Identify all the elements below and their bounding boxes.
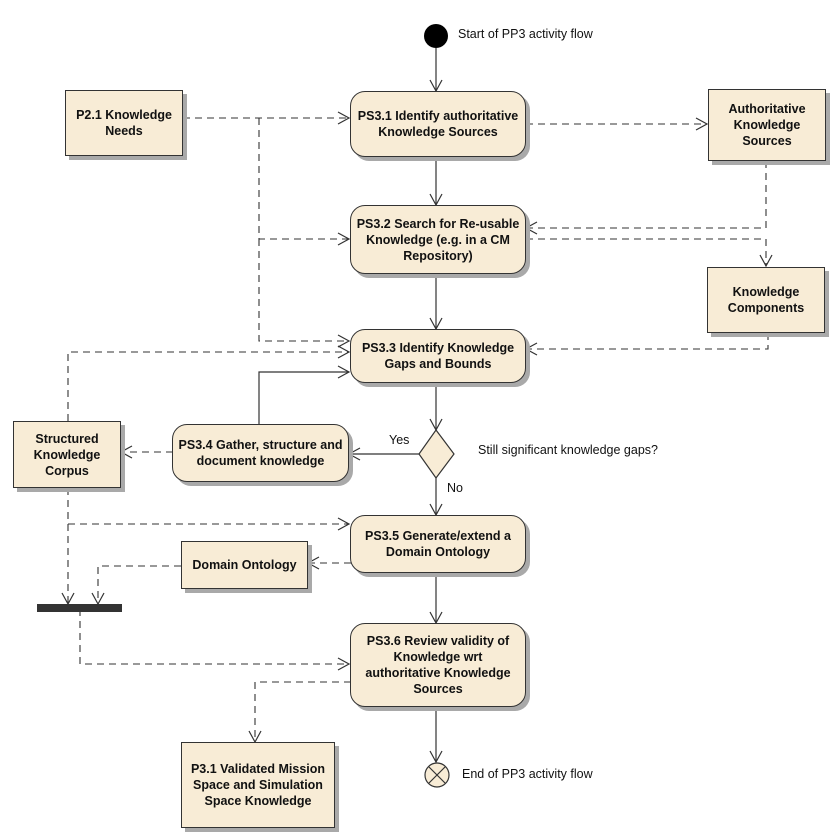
flow-ontology-to-join bbox=[91, 565, 181, 606]
decision-node bbox=[418, 428, 455, 480]
flow-auth-to-ps32 bbox=[524, 161, 767, 235]
control-flows bbox=[258, 48, 443, 764]
object-flows bbox=[61, 111, 773, 744]
flow-p21-to-ps33 bbox=[258, 239, 351, 348]
flow-components-to-ps33 bbox=[524, 333, 769, 356]
start-node bbox=[424, 24, 448, 48]
flow-corpus-to-ps33 bbox=[67, 345, 351, 421]
object-p31-validated-knowledge[interactable]: P3.1 Validated Mission Space and Simulat… bbox=[181, 742, 335, 828]
end-label: End of PP3 activity flow bbox=[462, 767, 593, 781]
end-node bbox=[424, 762, 450, 788]
join-bar bbox=[37, 604, 122, 612]
activity-ps36[interactable]: PS3.6 Review validity of Knowledge wrt a… bbox=[350, 623, 526, 707]
decision-no-label: No bbox=[447, 481, 463, 495]
flow-join-to-ps36 bbox=[79, 609, 351, 671]
object-structured-knowledge-corpus[interactable]: Structured Knowledge Corpus bbox=[13, 421, 121, 488]
object-authoritative-knowledge-sources[interactable]: Authoritative Knowledge Sources bbox=[708, 89, 826, 161]
activity-ps32[interactable]: PS3.2 Search for Re-usable Knowledge (e.… bbox=[350, 205, 526, 274]
activity-ps35[interactable]: PS3.5 Generate/extend a Domain Ontology bbox=[350, 515, 526, 573]
flow-p21-to-ps32 bbox=[258, 118, 351, 246]
object-knowledge-components[interactable]: Knowledge Components bbox=[707, 267, 825, 333]
flow-ps32-to-components bbox=[526, 238, 773, 268]
decision-yes-label: Yes bbox=[389, 433, 410, 447]
activity-ps33[interactable]: PS3.3 Identify Knowledge Gaps and Bounds bbox=[350, 329, 526, 383]
flow-ps34-to-ps33 bbox=[258, 365, 351, 424]
activity-ps34[interactable]: PS3.4 Gather, structure and document kno… bbox=[172, 424, 349, 482]
decision-question-label: Still significant knowledge gaps? bbox=[478, 443, 658, 457]
object-p21-knowledge-needs[interactable]: P2.1 Knowledge Needs bbox=[65, 90, 183, 156]
object-domain-ontology[interactable]: Domain Ontology bbox=[181, 541, 308, 589]
activity-ps31[interactable]: PS3.1 Identify authoritative Knowledge S… bbox=[350, 91, 526, 157]
start-label: Start of PP3 activity flow bbox=[458, 27, 593, 41]
flow-ps36-to-p31 bbox=[248, 681, 351, 744]
